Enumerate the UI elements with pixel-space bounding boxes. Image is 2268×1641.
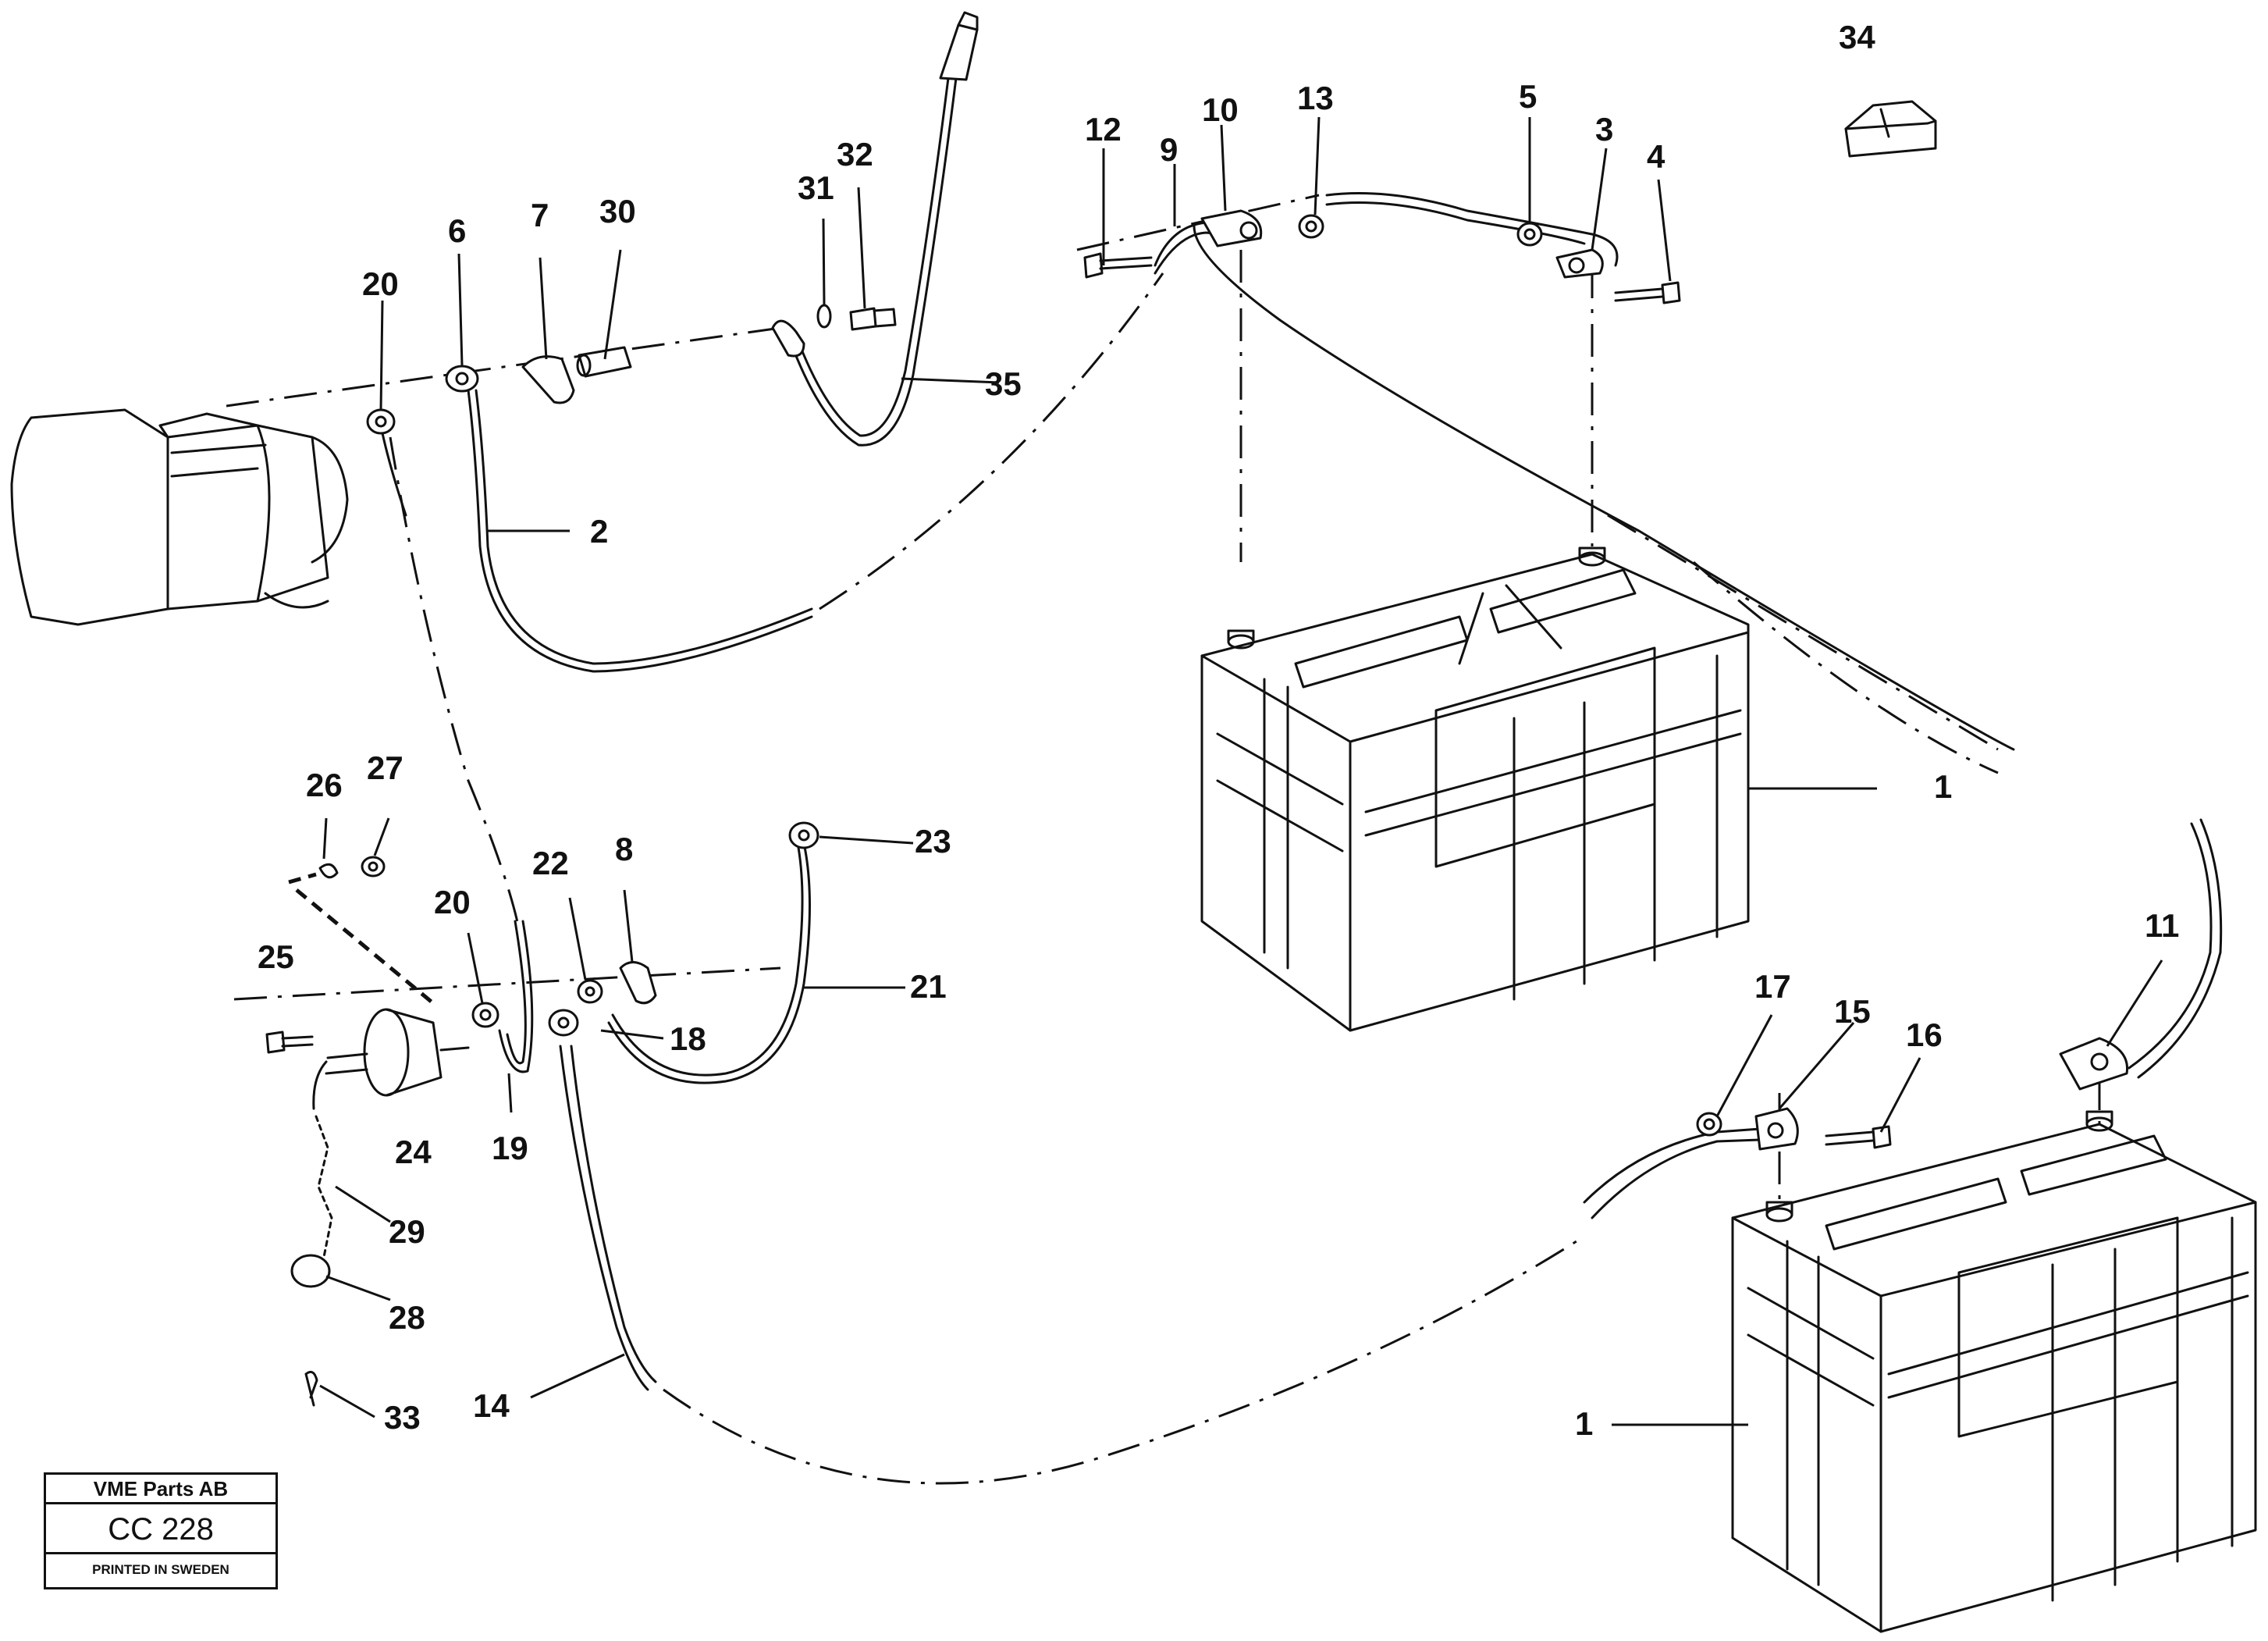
title-block-company: VME Parts AB bbox=[46, 1475, 276, 1504]
lug-20-upper bbox=[366, 408, 407, 517]
title-block-code: CC 228 bbox=[46, 1504, 276, 1554]
cable-19 bbox=[498, 920, 534, 1073]
pin-33 bbox=[304, 1370, 318, 1407]
boot-8 bbox=[619, 961, 657, 1005]
clamp-11 bbox=[2059, 1037, 2129, 1091]
callout-5: 5 bbox=[1519, 78, 1537, 115]
callout-24: 24 bbox=[395, 1134, 432, 1170]
nut-30 bbox=[576, 346, 632, 378]
callout-2: 2 bbox=[590, 513, 608, 550]
callout-labels: 34 12 9 10 13 5 3 4 31 32 6 7 30 20 35 2… bbox=[258, 19, 2179, 1442]
callout-19: 19 bbox=[492, 1130, 528, 1166]
callout-14: 14 bbox=[473, 1387, 510, 1424]
clamp-10 bbox=[1200, 209, 1263, 247]
lug-23 bbox=[788, 821, 819, 849]
callout-34: 34 bbox=[1839, 19, 1875, 55]
callout-11: 11 bbox=[2145, 907, 2179, 944]
title-block-printed: PRINTED IN SWEDEN bbox=[92, 1562, 229, 1577]
clamp-3 bbox=[1555, 248, 1604, 279]
title-block: VME Parts AB CC 228 PRINTED IN SWEDEN bbox=[44, 1472, 278, 1589]
battery-upper bbox=[1200, 546, 1750, 1032]
bolt-25 bbox=[265, 1031, 314, 1054]
callout-6: 6 bbox=[448, 212, 466, 249]
callout-15: 15 bbox=[1834, 993, 1871, 1030]
lug-31-terminal bbox=[771, 319, 805, 358]
boot-7 bbox=[521, 355, 575, 404]
callout-18: 18 bbox=[670, 1020, 706, 1057]
callout-30: 30 bbox=[599, 193, 636, 230]
callout-20-lower: 20 bbox=[434, 884, 471, 920]
bolt-32 bbox=[849, 307, 897, 331]
nut-13 bbox=[1298, 214, 1324, 239]
dashed-assembly-line bbox=[288, 872, 435, 1005]
nut-5 bbox=[1516, 222, 1543, 247]
cable-21 bbox=[607, 842, 811, 1084]
callout-4: 4 bbox=[1647, 138, 1665, 175]
lug-6 bbox=[445, 365, 479, 393]
cable-14 bbox=[559, 1045, 657, 1391]
lug-20-lower bbox=[471, 1002, 499, 1028]
callout-32: 32 bbox=[837, 136, 873, 173]
switch-24 bbox=[312, 1008, 470, 1110]
terminal-35-lug bbox=[939, 11, 979, 81]
callout-1-upper: 1 bbox=[1934, 768, 1952, 805]
bolt-12 bbox=[1083, 252, 1153, 279]
callout-27: 27 bbox=[367, 749, 403, 786]
lug-22 bbox=[577, 979, 603, 1004]
callout-23: 23 bbox=[915, 823, 951, 860]
callout-13: 13 bbox=[1297, 80, 1334, 116]
callout-35: 35 bbox=[985, 365, 1022, 402]
callout-12: 12 bbox=[1085, 111, 1122, 148]
washer-26 bbox=[318, 863, 339, 879]
cable-2 bbox=[467, 389, 813, 673]
callout-3: 3 bbox=[1595, 111, 1613, 148]
callout-7: 7 bbox=[531, 197, 549, 233]
lug-14-terminal bbox=[548, 1009, 579, 1037]
callout-21: 21 bbox=[910, 968, 947, 1005]
callout-16: 16 bbox=[1906, 1016, 1943, 1053]
cable-11 bbox=[2128, 818, 2223, 1079]
callout-10: 10 bbox=[1202, 91, 1239, 128]
callout-29: 29 bbox=[389, 1213, 425, 1250]
callout-33: 33 bbox=[384, 1399, 421, 1436]
washer-31 bbox=[816, 304, 832, 329]
cap-28 bbox=[290, 1254, 331, 1288]
callout-28: 28 bbox=[389, 1299, 425, 1336]
callout-26: 26 bbox=[306, 767, 343, 803]
callout-8: 8 bbox=[615, 831, 633, 867]
cable-35 bbox=[787, 77, 958, 447]
callout-25: 25 bbox=[258, 938, 294, 975]
cable-lower-battery bbox=[1583, 1127, 1761, 1219]
callout-31: 31 bbox=[798, 169, 834, 206]
callout-20-upper: 20 bbox=[362, 265, 399, 302]
nut-17 bbox=[1696, 1112, 1722, 1137]
starter-motor bbox=[10, 408, 349, 626]
leader-lines bbox=[319, 116, 2163, 1426]
dash-dot-lines bbox=[226, 194, 2101, 1485]
clamp-15 bbox=[1754, 1107, 1799, 1151]
nut-27 bbox=[361, 856, 386, 877]
bolt-4 bbox=[1614, 281, 1681, 304]
callout-17: 17 bbox=[1754, 968, 1791, 1005]
callout-9: 9 bbox=[1160, 131, 1178, 168]
chain-29 bbox=[315, 1115, 333, 1258]
battery-lower bbox=[1731, 1110, 2257, 1633]
bolt-16 bbox=[1825, 1125, 1892, 1149]
cover-34 bbox=[1844, 100, 1937, 158]
cable-upper-battery bbox=[1325, 192, 1619, 267]
callout-1-lower: 1 bbox=[1575, 1405, 1593, 1442]
callout-22: 22 bbox=[532, 845, 569, 881]
